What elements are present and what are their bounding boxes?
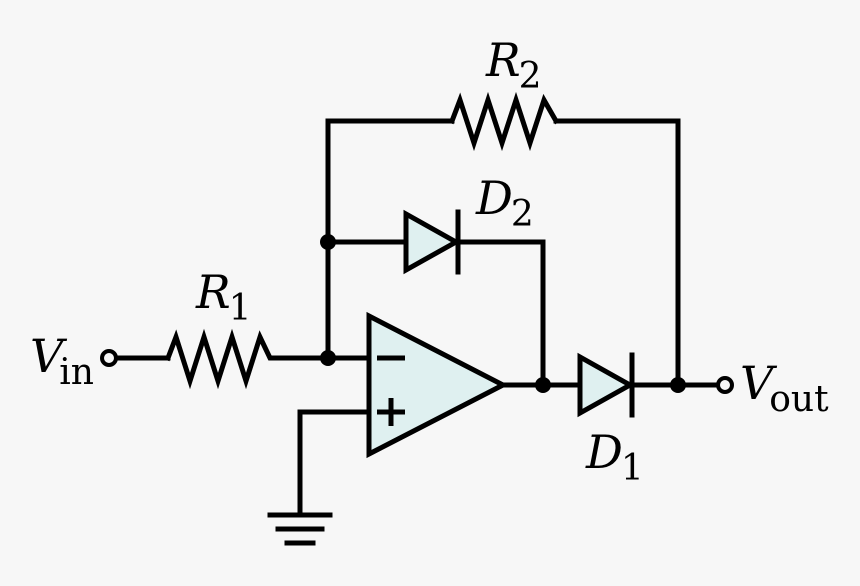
- resistor-r2-icon: [448, 91, 560, 152]
- wire-noninverting-ground: [297, 409, 371, 518]
- feedback-d2-branch: [325, 209, 546, 388]
- label-d2: D2: [475, 171, 534, 235]
- junction-node-d2: [320, 234, 336, 250]
- opamp-icon: [366, 311, 509, 459]
- wire-d2-right: [455, 239, 546, 388]
- label-vout: Vout: [740, 356, 829, 420]
- wire-feedback-left: [325, 118, 455, 361]
- wire-feedback-right: [553, 118, 681, 388]
- junction-node-opamp-out: [535, 377, 551, 393]
- label-r2: R2: [485, 33, 542, 97]
- label-vin: Vin: [30, 329, 94, 393]
- diode-d2-icon: [403, 209, 462, 275]
- label-r1: R1: [195, 265, 252, 329]
- junction-node-output: [670, 377, 686, 393]
- label-d1: D1: [585, 425, 644, 489]
- junction-node-input: [320, 350, 336, 366]
- ground-icon: [267, 512, 333, 546]
- ground-branch: [267, 409, 371, 546]
- resistor-r1-icon: [164, 328, 331, 390]
- diode-d1-icon: [577, 352, 636, 418]
- terminal-vin[interactable]: [100, 349, 118, 367]
- feedback-r2-branch: [325, 91, 681, 388]
- terminal-vout[interactable]: [716, 376, 734, 394]
